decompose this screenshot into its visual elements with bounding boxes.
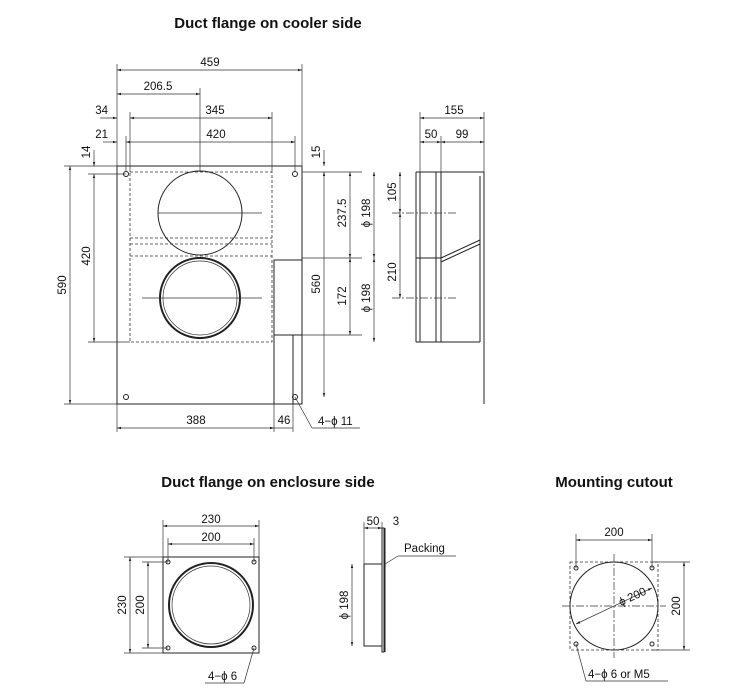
title-enclosure-side: Duct flange on enclosure side xyxy=(161,474,374,491)
dia-198-upper: ϕ 198 xyxy=(361,199,373,228)
dim-155: 155 xyxy=(444,105,463,117)
duct-collar xyxy=(363,563,383,647)
dim-206-5: 206.5 xyxy=(144,81,173,93)
dia-200-cutout: ϕ 200 xyxy=(617,586,648,609)
enclosure-flange-plate xyxy=(162,556,260,654)
dia-198-lower: ϕ 198 xyxy=(361,284,373,313)
dim-14: 14 xyxy=(81,145,93,158)
dim-420-left: 420 xyxy=(81,246,93,265)
dim-200-top: 200 xyxy=(201,532,220,544)
enclosure-duct-circle xyxy=(168,562,254,648)
inner-opening xyxy=(129,171,273,343)
dim-50: 50 xyxy=(425,129,438,141)
packing-label: Packing xyxy=(404,543,445,555)
holes-4-d6: 4−ϕ 6 xyxy=(208,671,237,683)
dim-99: 99 xyxy=(456,129,469,141)
cutout-hole-br xyxy=(649,641,655,647)
duct-stub xyxy=(273,259,303,336)
dim-105: 105 xyxy=(387,182,399,201)
dim-210: 210 xyxy=(387,262,399,281)
title-mounting-cutout: Mounting cutout xyxy=(555,474,672,491)
holes-4-d11: 4−ϕ 11 xyxy=(318,416,353,428)
dim-15: 15 xyxy=(311,146,323,159)
dim-590: 590 xyxy=(57,275,69,294)
dim-21: 21 xyxy=(95,129,108,141)
mount-hole-br xyxy=(292,394,298,400)
hole-br xyxy=(251,645,257,651)
dim-230-top: 230 xyxy=(201,514,220,526)
dim-230-left: 230 xyxy=(117,595,129,614)
dim-560: 560 xyxy=(311,274,323,293)
mount-hole-tr xyxy=(292,171,298,177)
enclosure-side-view: 50 3 Packing ϕ 198 xyxy=(339,516,456,653)
dia-198-enclosure: ϕ 198 xyxy=(339,591,351,620)
dim-420-top: 420 xyxy=(206,129,225,141)
dim-388: 388 xyxy=(186,415,205,427)
dim-200-cutout-right: 200 xyxy=(671,596,683,615)
mount-hole-bl xyxy=(123,394,129,400)
enclosure-front-view: 230 200 230 200 4−ϕ 6 xyxy=(117,514,260,684)
dim-459: 459 xyxy=(200,57,219,69)
dim-200-cutout-top: 200 xyxy=(604,527,623,539)
holes-4-d6-or-m5: 4−ϕ 6 or M5 xyxy=(588,669,650,681)
side-flange xyxy=(381,527,385,653)
dim-46: 46 xyxy=(278,415,291,427)
dim-200-left: 200 xyxy=(135,595,147,614)
dim-3: 3 xyxy=(393,516,399,528)
title-cooler-side: Duct flange on cooler side xyxy=(174,15,362,32)
mounting-cutout-view: ϕ 200 200 200 4−ϕ 6 or M5 xyxy=(562,527,690,682)
cutout-hole-bl xyxy=(573,641,579,647)
dim-237-5: 237.5 xyxy=(337,199,349,228)
dim-345: 345 xyxy=(205,105,224,117)
dim-172: 172 xyxy=(337,286,349,305)
cooler-side-view: 155 50 99 ϕ 198 ϕ 198 105 210 xyxy=(361,105,485,404)
dim-50-enclosure: 50 xyxy=(367,516,380,528)
dim-34: 34 xyxy=(95,105,108,117)
cooler-front-view: 459 206.5 34 345 21 420 590 420 14 15 xyxy=(57,57,362,432)
